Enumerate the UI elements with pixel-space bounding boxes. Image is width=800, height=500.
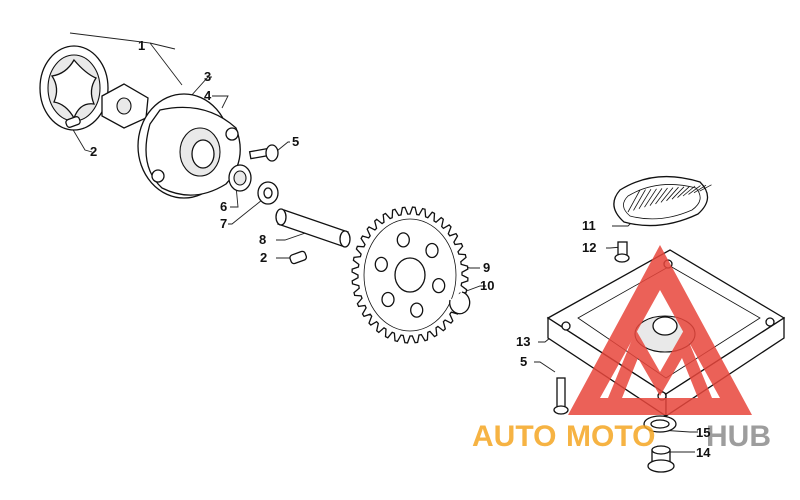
drain-plug <box>647 445 675 473</box>
callout-13: 13 <box>516 334 530 349</box>
callout-8: 8 <box>259 232 266 247</box>
mesh-line <box>655 187 668 205</box>
circlip <box>449 291 471 315</box>
mesh-line <box>638 188 652 210</box>
mesh-line <box>666 186 679 202</box>
pump-shaft <box>275 208 351 248</box>
dowel-pin <box>289 250 308 265</box>
strainer-bolt <box>614 241 630 263</box>
drive-gear <box>351 206 469 344</box>
callout-15: 15 <box>696 425 710 440</box>
callout-9: 9 <box>483 260 490 275</box>
callout-1: 1 <box>138 38 145 53</box>
oil-strainer <box>613 175 712 227</box>
gear-hole <box>425 242 439 259</box>
callout-5: 5 <box>292 134 299 149</box>
callout-2b: 2 <box>260 250 267 265</box>
washer <box>257 181 279 205</box>
watermark-text-moto: MOTO <box>566 420 655 453</box>
callout-11: 11 <box>582 218 596 233</box>
dowel-pin <box>65 116 81 128</box>
mesh-line <box>688 185 701 195</box>
mesh-line <box>660 187 674 203</box>
pump-cover <box>137 93 241 199</box>
callout-6: 6 <box>220 199 227 214</box>
callout-labels: 1 2 3 4 5 6 7 8 2 9 10 11 12 13 5 15 14 <box>90 38 711 460</box>
callout-5b: 5 <box>520 354 527 369</box>
bearing <box>228 164 252 192</box>
mesh-line <box>644 188 657 208</box>
cover-bolt-long <box>553 377 569 415</box>
mesh-line <box>677 186 690 198</box>
mesh-line <box>699 184 712 192</box>
gear-hole <box>374 256 388 273</box>
watermark: AUTO MOTO HUB <box>472 245 771 453</box>
gear-hole <box>432 277 446 294</box>
cover-bolt <box>248 144 279 162</box>
watermark-m-icon <box>608 330 712 398</box>
pump-outer-rotor <box>39 45 109 131</box>
callout-4: 4 <box>204 88 212 103</box>
mesh-line <box>649 188 663 206</box>
mesh-line <box>693 184 707 194</box>
callout-3: 3 <box>204 69 211 84</box>
callout-14: 14 <box>696 445 711 460</box>
o-ring <box>643 415 677 433</box>
gear-hole <box>381 291 395 308</box>
callout-12: 12 <box>582 240 596 255</box>
watermark-text-hub: HUB <box>706 420 771 453</box>
callout-10: 10 <box>480 278 494 293</box>
pump-inner-rotor <box>101 83 149 129</box>
gear-hole <box>410 302 424 318</box>
mesh-line <box>633 189 646 211</box>
watermark-triangle-icon <box>568 245 752 415</box>
watermark-text-auto: AUTO <box>472 420 556 453</box>
mesh-line <box>627 189 641 213</box>
gear-hole <box>396 232 410 248</box>
callout-2: 2 <box>90 144 97 159</box>
mesh-line <box>682 185 696 197</box>
callout-7: 7 <box>220 216 227 231</box>
mesh-line <box>671 186 685 200</box>
